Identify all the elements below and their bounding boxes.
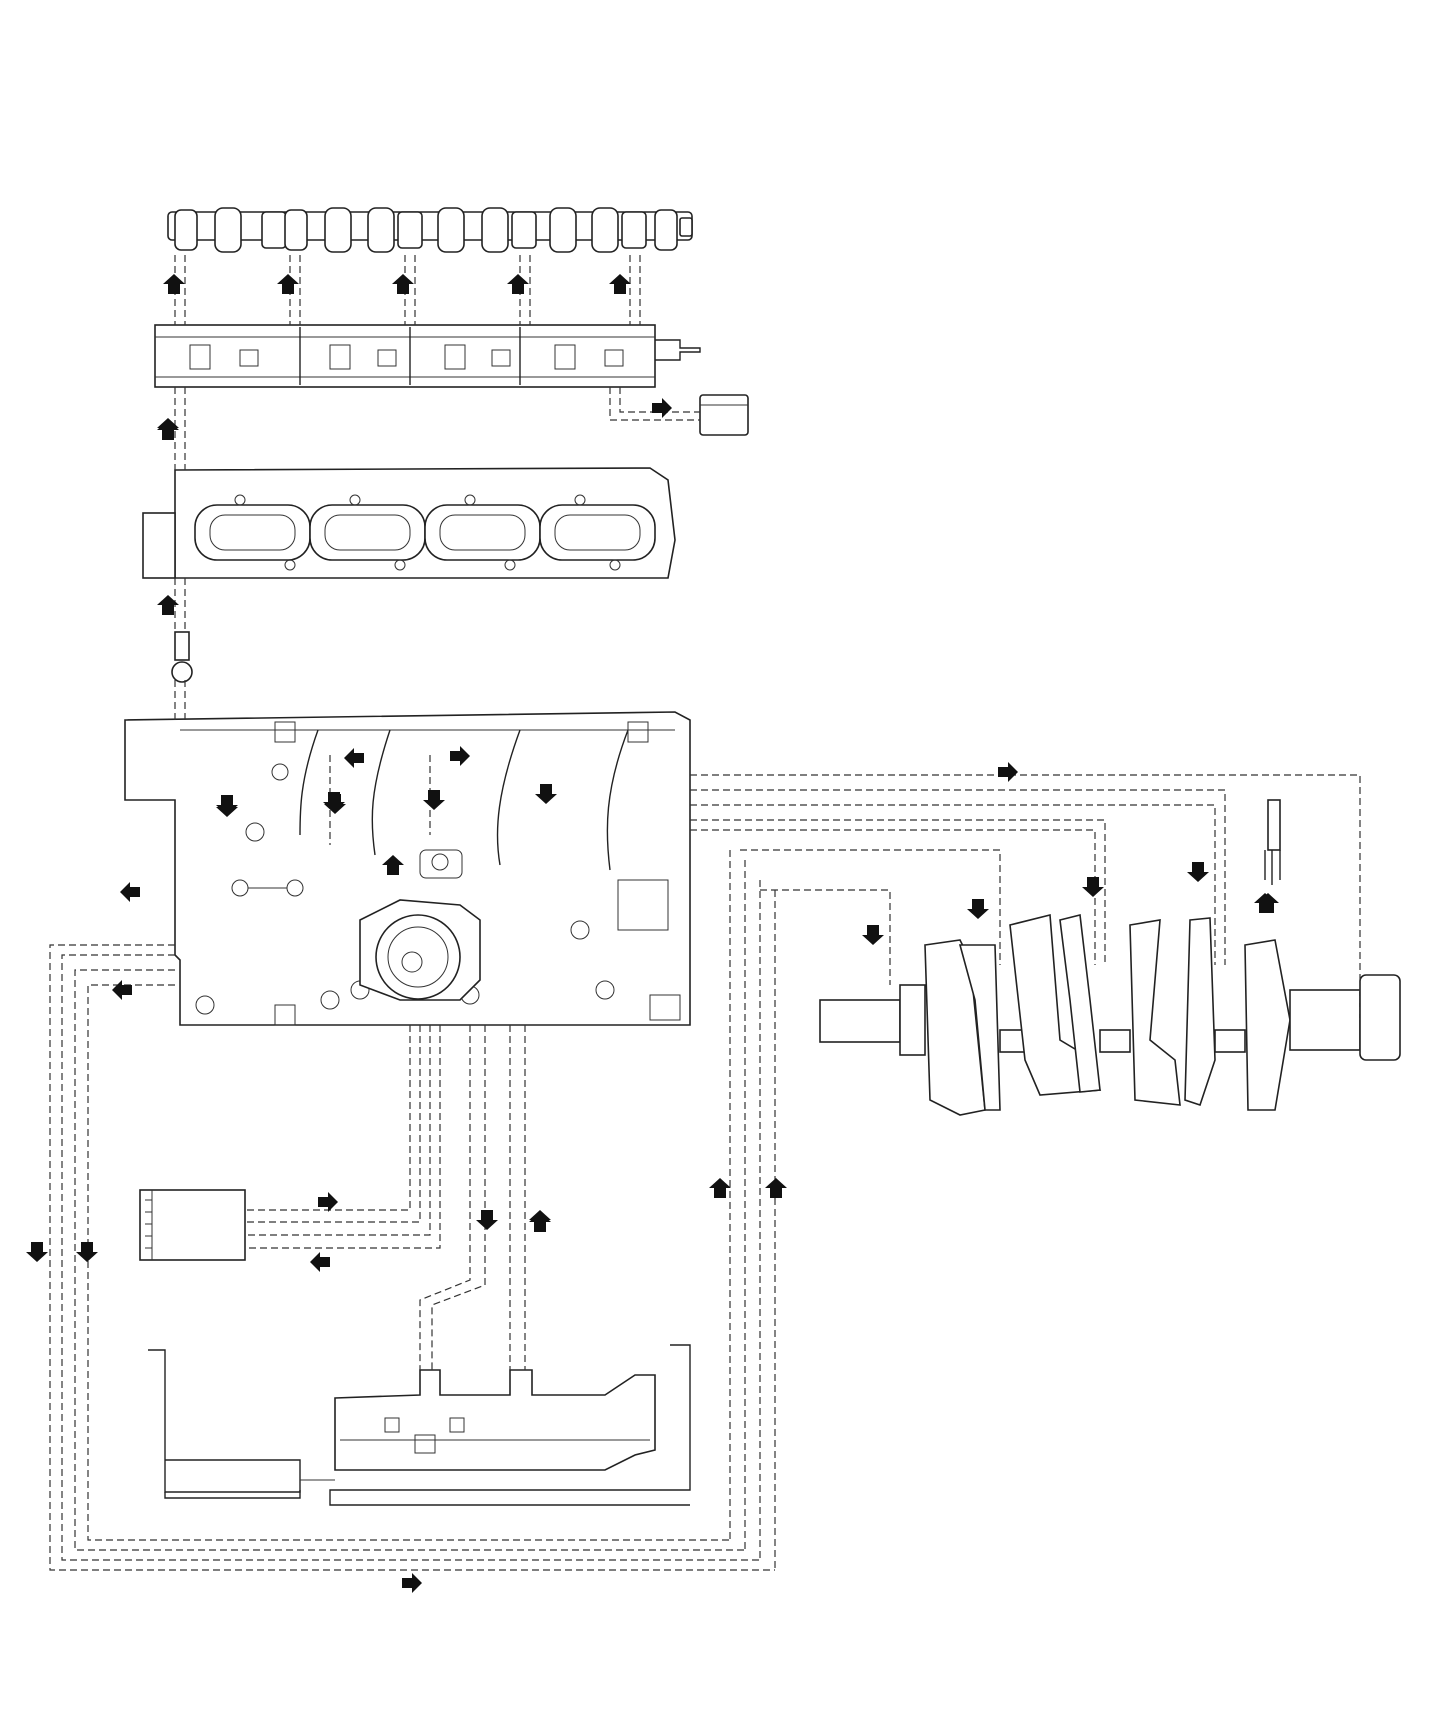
flow-arrow-left <box>112 980 132 1000</box>
oil-pan <box>148 1344 691 1506</box>
camshaft-housing <box>154 324 701 388</box>
flow-arrow-down <box>423 790 445 810</box>
flow-arrow-right <box>318 1192 338 1212</box>
oil-strainer <box>334 1369 656 1471</box>
flow-arrow-up <box>709 1178 731 1198</box>
flow-arrow-up <box>507 274 529 294</box>
oil-pressure-switch <box>171 631 193 683</box>
oil-control-valve <box>699 394 749 436</box>
flow-arrow-left <box>344 748 364 768</box>
flow-arrow-down <box>324 794 346 814</box>
flow-arrow-down <box>862 925 884 945</box>
flow-arrow-right <box>402 1573 422 1593</box>
flow-arrows <box>26 274 1279 1593</box>
oil-pump <box>359 899 481 1001</box>
flow-arrow-down <box>1082 877 1104 897</box>
flow-arrow-up <box>529 1212 551 1232</box>
flow-arrow-right <box>450 746 470 766</box>
oil-filter <box>139 1189 246 1261</box>
flow-arrow-left <box>310 1252 330 1272</box>
crankshaft <box>819 799 1401 1116</box>
flow-arrow-down <box>967 899 989 919</box>
flow-arrow-up <box>163 274 185 294</box>
camshaft <box>167 207 693 253</box>
flow-arrow-up <box>157 420 179 440</box>
flow-arrow-left <box>120 882 140 902</box>
flow-arrow-down <box>76 1242 98 1262</box>
flow-arrow-up <box>382 855 404 875</box>
flow-arrow-down <box>535 784 557 804</box>
flow-arrow-right <box>998 762 1018 782</box>
flow-arrow-up <box>765 1178 787 1198</box>
flow-arrow-up <box>157 595 179 615</box>
flow-arrow-up <box>1257 893 1279 913</box>
flow-arrow-right <box>652 398 672 418</box>
flow-arrow-down <box>216 797 238 817</box>
flow-arrow-up <box>277 274 299 294</box>
flow-arrow-down <box>26 1242 48 1262</box>
flow-arrow-down <box>476 1210 498 1230</box>
flow-arrow-down <box>1187 862 1209 882</box>
flow-arrow-up <box>609 274 631 294</box>
cylinder-head <box>142 467 676 579</box>
flow-arrow-up <box>392 274 414 294</box>
